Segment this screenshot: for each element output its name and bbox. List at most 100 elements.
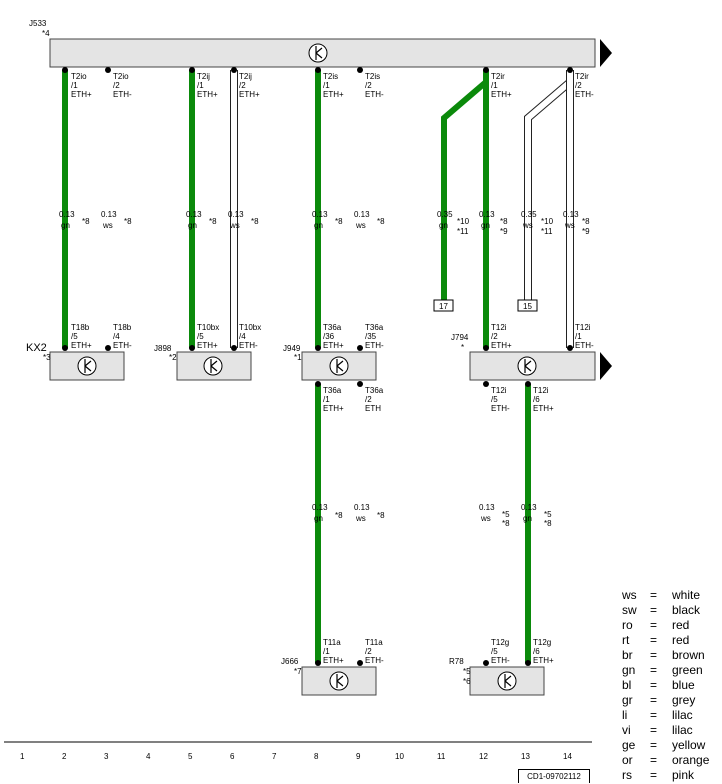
svg-text:T2io: T2io [113, 72, 129, 81]
module-pin: * [461, 343, 464, 352]
ethernet-symbol-icon [77, 356, 97, 376]
svg-text:*8: *8 [335, 511, 343, 520]
continuation-arrow-icon [600, 352, 612, 380]
svg-text:*8: *8 [500, 217, 508, 226]
svg-text:/5: /5 [491, 395, 498, 404]
pin-label-c8-j949: T36a /36 ETH+ [323, 323, 344, 350]
svg-text:/1: /1 [323, 647, 330, 656]
svg-text:gn: gn [523, 514, 532, 523]
svg-text:/6: /6 [533, 395, 540, 404]
svg-text:/2: /2 [365, 647, 372, 656]
svg-text:T2is: T2is [365, 72, 380, 81]
svg-text:*8: *8 [82, 217, 90, 226]
svg-text:0.35: 0.35 [437, 210, 453, 219]
wire-spec-c9: 0.13 ws *8 [354, 210, 385, 230]
svg-text:T12i: T12i [491, 323, 507, 332]
svg-text:ws: ws [522, 221, 533, 230]
svg-text:ETH+: ETH+ [239, 90, 260, 99]
svg-text:*5: *5 [544, 510, 552, 519]
legend-row: rs=pink [622, 768, 695, 782]
svg-text:/36: /36 [323, 332, 335, 341]
wire-spec-c2: 0.13 gn *8 [59, 210, 90, 230]
svg-text:/4: /4 [113, 332, 120, 341]
column-number: 13 [521, 752, 530, 761]
column-number: 12 [479, 752, 488, 761]
svg-text:0.13: 0.13 [312, 503, 328, 512]
svg-text:*10: *10 [541, 217, 554, 226]
ethernet-symbol-icon [203, 356, 223, 376]
svg-text:T12g: T12g [491, 638, 509, 647]
svg-text:T11a: T11a [365, 638, 383, 647]
svg-text:T12i: T12i [533, 386, 549, 395]
svg-text:T2ir: T2ir [575, 72, 589, 81]
pin-markers [62, 67, 573, 666]
module-r78: R78 *5 *6 [449, 657, 545, 696]
wire-spec-c6: 0.13 ws *8 [228, 210, 259, 230]
svg-text:ETH+: ETH+ [491, 90, 512, 99]
svg-text:0.13: 0.13 [312, 210, 328, 219]
column-grid: 1 2 3 4 5 6 7 8 9 10 11 12 13 14 [4, 741, 592, 761]
svg-text:ETH-: ETH- [113, 341, 132, 350]
svg-text:/2: /2 [113, 81, 120, 90]
module-kx2: KX2 *3 [26, 342, 125, 381]
svg-text:T2ij: T2ij [197, 72, 210, 81]
pin-label-c2-kx2: T18b /5 ETH+ [71, 323, 92, 350]
pin-label-c3-top: T2io /2 ETH- [113, 72, 132, 99]
svg-text:gn: gn [314, 514, 323, 523]
module-pin: *3 [43, 353, 51, 362]
pin-label-c14-top: T2ir /2 ETH- [575, 72, 594, 99]
svg-text:ws: ws [355, 221, 366, 230]
column-number: 4 [146, 752, 151, 761]
svg-text:ETH+: ETH+ [323, 404, 344, 413]
svg-text:/2: /2 [239, 81, 246, 90]
svg-text:/5: /5 [71, 332, 78, 341]
module-label: J898 [154, 344, 172, 353]
column-number: 5 [188, 752, 193, 761]
svg-text:ws: ws [102, 221, 113, 230]
svg-text:*9: *9 [500, 227, 508, 236]
svg-text:*8: *8 [335, 217, 343, 226]
svg-text:*11: *11 [457, 227, 469, 236]
svg-text:ws: ws [564, 221, 575, 230]
svg-text:T12i: T12i [491, 386, 507, 395]
column-number: 11 [437, 752, 446, 761]
svg-text:T2io: T2io [71, 72, 87, 81]
pin-label-c12-j794: T12i /2 ETH+ [491, 323, 512, 350]
svg-text:0.13: 0.13 [521, 503, 537, 512]
svg-text:/1: /1 [197, 81, 204, 90]
svg-text:*5: *5 [502, 510, 510, 519]
svg-text:/1: /1 [323, 395, 330, 404]
module-label: KX2 [26, 342, 47, 354]
module-label: J794 [451, 333, 469, 342]
svg-text:0.13: 0.13 [59, 210, 75, 219]
module-pin: *7 [294, 667, 302, 676]
legend-row: br=brown [622, 648, 705, 662]
svg-text:ETH+: ETH+ [197, 341, 218, 350]
wire-spec-c5: 0.13 gn *8 [186, 210, 217, 230]
legend-row: gn=green [622, 663, 703, 677]
svg-text:0.13: 0.13 [563, 210, 579, 219]
svg-text:ETH+: ETH+ [491, 341, 512, 350]
column-number: 7 [272, 752, 277, 761]
svg-text:T2ij: T2ij [239, 72, 252, 81]
svg-text:ETH-: ETH- [239, 341, 258, 350]
module-j794: J794 * [451, 333, 612, 381]
svg-text:ETH-: ETH- [491, 656, 510, 665]
svg-text:0.13: 0.13 [354, 210, 370, 219]
svg-text:ETH-: ETH- [365, 341, 384, 350]
legend-row: or=orange [622, 753, 710, 767]
svg-text:T2is: T2is [323, 72, 338, 81]
svg-text:*8: *8 [377, 511, 385, 520]
legend-row: ws=white [622, 588, 701, 602]
svg-text:17: 17 [439, 302, 448, 311]
pin-label-c2-top: T2io /1 ETH+ [71, 72, 92, 99]
svg-text:ETH+: ETH+ [71, 341, 92, 350]
svg-text:0.13: 0.13 [101, 210, 117, 219]
svg-text:/1: /1 [491, 81, 498, 90]
svg-text:T12i: T12i [575, 323, 591, 332]
svg-text:/2: /2 [575, 81, 582, 90]
svg-text:/6: /6 [533, 647, 540, 656]
pin-label-c8-j949b: T36a /1 ETH+ [323, 386, 344, 413]
module-pin: *4 [42, 29, 50, 38]
